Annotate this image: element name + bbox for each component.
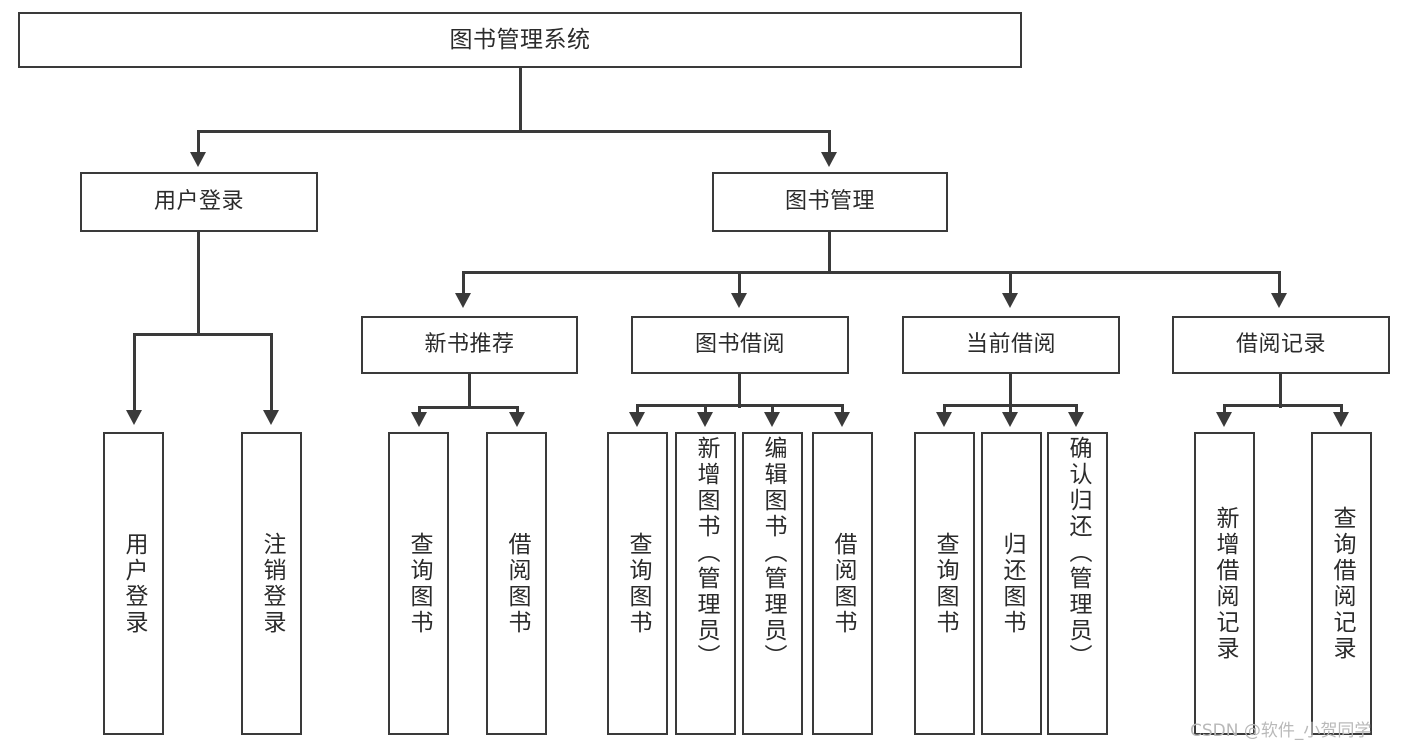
leaf-user-login[interactable]: 用户登录 xyxy=(103,432,164,735)
connector-book-borrow-stem xyxy=(738,374,741,408)
connector-root-stem xyxy=(519,68,522,132)
arrowhead-to-borrow-record xyxy=(1271,293,1287,308)
node-user-login[interactable]: 用户登录 xyxy=(80,172,318,232)
connector-borrow-record-drop-2 xyxy=(1340,404,1343,414)
connector-book-borrow-drop-4 xyxy=(841,404,844,414)
connector-current-borrow-drop-2 xyxy=(1009,404,1012,414)
connector-root-bus xyxy=(197,130,830,133)
leaf-query-book-current[interactable]: 查询图书 xyxy=(914,432,975,735)
node-label: 查询借阅记录 xyxy=(1329,505,1355,662)
connector-current-borrow-drop-3 xyxy=(1075,404,1078,414)
node-current-borrow[interactable]: 当前借阅 xyxy=(902,316,1120,374)
arrowhead-new-book-leaf-1 xyxy=(411,412,427,427)
node-label: 用户登录 xyxy=(153,189,244,215)
node-book-management[interactable]: 图书管理 xyxy=(712,172,948,232)
node-label: 查询图书 xyxy=(406,531,432,636)
arrowhead-book-borrow-leaf-3 xyxy=(764,412,780,427)
connector-borrow-record-drop-1 xyxy=(1223,404,1226,414)
arrowhead-book-borrow-leaf-4 xyxy=(834,412,850,427)
connector-borrow-record-bus xyxy=(1223,404,1342,407)
arrowhead-to-book-manage xyxy=(821,152,837,167)
arrowhead-current-borrow-leaf-1 xyxy=(936,412,952,427)
arrowhead-book-borrow-leaf-1 xyxy=(629,412,645,427)
arrowhead-book-borrow-leaf-2 xyxy=(697,412,713,427)
node-borrow-record[interactable]: 借阅记录 xyxy=(1172,316,1390,374)
connector-user-login-stem xyxy=(197,232,200,335)
node-label: 注销登录 xyxy=(259,531,285,636)
arrowhead-to-user-login xyxy=(190,152,206,167)
connector-book-manage-drop-1 xyxy=(462,271,465,295)
connector-book-manage-drop-2 xyxy=(738,271,741,295)
arrowhead-borrow-record-leaf-2 xyxy=(1333,412,1349,427)
leaf-edit-book-admin[interactable]: 编辑图书（管理员） xyxy=(742,432,803,735)
arrowhead-current-borrow-leaf-3 xyxy=(1068,412,1084,427)
leaf-add-book-admin[interactable]: 新增图书（管理员） xyxy=(675,432,736,735)
arrowhead-to-new-book-recommend xyxy=(455,293,471,308)
connector-book-borrow-bus xyxy=(636,404,843,407)
connector-user-login-bus xyxy=(133,333,272,336)
connector-user-login-drop-2 xyxy=(270,333,273,412)
node-label: 图书借阅 xyxy=(694,332,785,358)
arrowhead-to-leaf-logout xyxy=(263,410,279,425)
connector-book-manage-drop-3 xyxy=(1009,271,1012,295)
node-book-borrow[interactable]: 图书借阅 xyxy=(631,316,849,374)
node-label: 新书推荐 xyxy=(424,332,515,358)
arrowhead-current-borrow-leaf-2 xyxy=(1002,412,1018,427)
arrowhead-to-book-borrow xyxy=(731,293,747,308)
node-label: 编辑图书（管理员） xyxy=(760,436,786,670)
leaf-query-borrow-record[interactable]: 查询借阅记录 xyxy=(1311,432,1372,735)
node-label: 归还图书 xyxy=(999,531,1025,636)
leaf-return-book[interactable]: 归还图书 xyxy=(981,432,1042,735)
leaf-add-borrow-record[interactable]: 新增借阅记录 xyxy=(1194,432,1255,735)
node-label: 查询图书 xyxy=(625,531,651,636)
node-label: 图书管理系统 xyxy=(449,26,591,53)
node-root-system[interactable]: 图书管理系统 xyxy=(18,12,1022,68)
connector-book-borrow-drop-2 xyxy=(704,404,707,414)
node-label: 用户登录 xyxy=(121,531,147,636)
connector-book-manage-bus xyxy=(462,271,1280,274)
leaf-borrow-book-recommend[interactable]: 借阅图书 xyxy=(486,432,547,735)
connector-root-drop-right xyxy=(828,130,831,154)
connector-user-login-drop-1 xyxy=(133,333,136,412)
leaf-logout[interactable]: 注销登录 xyxy=(241,432,302,735)
connector-new-book-bus xyxy=(418,406,519,409)
node-label: 图书管理 xyxy=(784,189,875,215)
connector-root-drop-left xyxy=(197,130,200,154)
leaf-query-book-recommend[interactable]: 查询图书 xyxy=(388,432,449,735)
connector-new-book-stem xyxy=(468,374,471,408)
connector-borrow-record-stem xyxy=(1279,374,1282,408)
csdn-watermark: CSDN @软件_小贺同学 xyxy=(1190,721,1372,741)
node-label: 新增图书（管理员） xyxy=(693,436,719,670)
connector-book-borrow-drop-1 xyxy=(636,404,639,414)
node-label: 确认归还（管理员） xyxy=(1065,436,1091,670)
arrowhead-borrow-record-leaf-1 xyxy=(1216,412,1232,427)
node-label: 借阅图书 xyxy=(504,531,530,636)
node-label: 新增借阅记录 xyxy=(1212,505,1238,662)
arrowhead-new-book-leaf-2 xyxy=(509,412,525,427)
node-new-book-recommend[interactable]: 新书推荐 xyxy=(361,316,578,374)
arrowhead-to-current-borrow xyxy=(1002,293,1018,308)
arrowhead-to-leaf-user-login xyxy=(126,410,142,425)
node-label: 借阅记录 xyxy=(1235,332,1326,358)
node-label: 借阅图书 xyxy=(830,531,856,636)
connector-book-manage-stem xyxy=(828,232,831,274)
node-label: 当前借阅 xyxy=(965,332,1056,358)
leaf-borrow-book[interactable]: 借阅图书 xyxy=(812,432,873,735)
connector-book-borrow-drop-3 xyxy=(771,404,774,414)
leaf-confirm-return-admin[interactable]: 确认归还（管理员） xyxy=(1047,432,1108,735)
connector-book-manage-drop-4 xyxy=(1278,271,1281,295)
connector-new-book-drop-2 xyxy=(516,406,519,414)
connector-current-borrow-stem xyxy=(1009,374,1012,408)
connector-new-book-drop-1 xyxy=(418,406,421,414)
connector-current-borrow-drop-1 xyxy=(943,404,946,414)
leaf-query-book-borrow[interactable]: 查询图书 xyxy=(607,432,668,735)
node-label: 查询图书 xyxy=(932,531,958,636)
